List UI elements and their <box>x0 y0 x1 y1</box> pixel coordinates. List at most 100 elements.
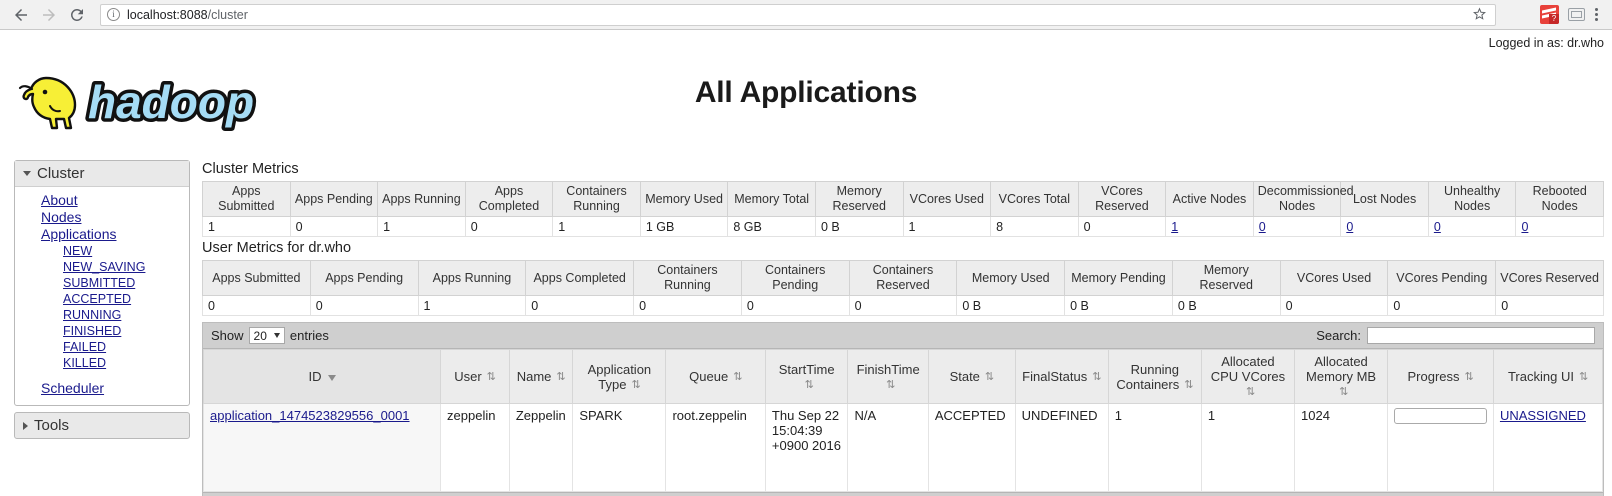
metric-value: 8 <box>990 216 1079 237</box>
column-header-user[interactable]: User⇅ <box>440 349 510 404</box>
sidebar-item-new[interactable]: NEW <box>63 244 93 258</box>
cluster-panel-header[interactable]: Cluster <box>15 161 189 187</box>
column-header-name[interactable]: Name ⇅ <box>508 349 574 404</box>
column-header-id[interactable]: ID <box>202 349 442 404</box>
tools-panel-header[interactable]: Tools <box>14 412 190 439</box>
page-length-value: 20 <box>253 328 267 343</box>
column-header-finishtime[interactable]: FinishTime⇅ <box>847 349 929 404</box>
bookmark-star-icon[interactable] <box>1472 6 1489 24</box>
metric-header: Apps Completed <box>464 181 554 217</box>
metric-value-link[interactable]: 0 <box>1258 219 1266 234</box>
site-info-icon[interactable] <box>107 8 120 21</box>
hangouts-icon[interactable] <box>1514 6 1531 23</box>
sidebar-item-submitted[interactable]: SUBMITTED <box>63 276 136 290</box>
sidebar-item-finished[interactable]: FINISHED <box>63 324 122 338</box>
column-header-finalstatus[interactable]: FinalStatus⇅ <box>1014 349 1109 404</box>
metric-value-link[interactable]: 0 <box>1521 219 1529 234</box>
column-header-starttime[interactable]: StartTime⇅ <box>764 349 849 404</box>
url-host: localhost:8088 <box>127 7 208 22</box>
column-header-label: FinishTime <box>856 361 920 377</box>
back-arrow-icon[interactable] <box>8 2 34 28</box>
hadoop-logo[interactable]: hadoop hadoop <box>12 70 312 132</box>
column-header-allocated-cpu-vcores[interactable]: Allocated CPU VCores⇅ <box>1200 349 1296 404</box>
metric-value: 1 <box>902 216 992 237</box>
metric-value: 0 <box>289 216 379 237</box>
sidebar-item-applications[interactable]: Applications <box>41 226 117 242</box>
metric-value: 0 <box>1427 216 1517 237</box>
sidebar-item-running[interactable]: RUNNING <box>63 308 122 322</box>
progress-bar <box>1394 408 1487 424</box>
metric-header: Active Nodes <box>1165 181 1254 217</box>
cell-id: application_1474523829556_0001 <box>202 403 442 492</box>
metric-header: Memory Pending <box>1064 260 1173 296</box>
column-header-queue[interactable]: Queue⇅ <box>665 349 766 404</box>
application-id-link[interactable]: application_1474523829556_0001 <box>210 408 410 423</box>
column-header-label: Name <box>516 369 552 384</box>
metric-value: 1 GB <box>639 216 729 237</box>
sidebar-item-killed[interactable]: KILLED <box>63 356 107 370</box>
metric-header: Memory Total <box>727 181 816 217</box>
cell-progress <box>1387 403 1494 492</box>
show-label: Show <box>211 328 244 343</box>
extension-icons: ? <box>1504 5 1591 24</box>
metric-value-link[interactable]: 1 <box>1171 219 1179 234</box>
cast-icon[interactable] <box>1568 8 1585 21</box>
sort-both-icon: ⇅ <box>1245 386 1256 399</box>
metric-value-link[interactable]: 0 <box>1346 219 1354 234</box>
tracking-ui-link[interactable]: UNASSIGNED <box>1499 408 1586 423</box>
page-title: All Applications <box>694 76 918 109</box>
reload-icon[interactable] <box>64 2 90 28</box>
sidebar-item-accepted[interactable]: ACCEPTED <box>63 292 132 306</box>
column-header-running-containers[interactable]: Running Containers⇅ <box>1107 349 1202 404</box>
browser-toolbar: localhost:8088/cluster ? <box>0 0 1612 30</box>
sidebar-item-new-saving[interactable]: NEW_SAVING <box>63 260 146 274</box>
search-input[interactable] <box>1367 327 1595 344</box>
metric-header: Memory Used <box>956 260 1066 296</box>
search-label: Search: <box>1316 328 1361 343</box>
column-header-label: User <box>454 369 482 384</box>
metric-value: 0 <box>1252 216 1342 237</box>
metric-value: 0 B <box>1064 295 1173 316</box>
page-length-control: Show 20 entries <box>211 327 329 344</box>
nav-spacer <box>15 371 189 380</box>
column-header-progress[interactable]: Progress⇅ <box>1387 349 1494 404</box>
cell-queue: root.zeppelin <box>665 403 766 492</box>
metric-header: Containers Running <box>552 181 641 217</box>
cell-finalstatus: UNDEFINED <box>1014 403 1109 492</box>
column-header-tracking-ui[interactable]: Tracking UI⇅ <box>1492 349 1604 404</box>
hadoop-wordmark: hadoop hadoop <box>85 73 258 132</box>
datatable-footer: Showing 1 to 1 of 1 entries First Previo… <box>203 492 1603 496</box>
sidebar-item-about[interactable]: About <box>41 192 78 208</box>
sidebar-item-nodes[interactable]: Nodes <box>41 209 82 225</box>
extension-icon[interactable]: ? <box>1540 5 1559 24</box>
chevron-right-icon <box>23 421 28 430</box>
column-header-state[interactable]: State⇅ <box>927 349 1016 404</box>
metric-value: 0 <box>202 295 311 316</box>
sort-both-icon: ⇅ <box>556 371 566 384</box>
metric-header: Apps Running <box>377 181 466 217</box>
page-length-select[interactable]: 20 <box>248 327 285 344</box>
sort-both-icon: ⇅ <box>1092 371 1102 384</box>
sidebar-item-scheduler[interactable]: Scheduler <box>41 380 105 396</box>
forward-arrow-icon[interactable] <box>36 2 62 28</box>
column-header-allocated-memory-mb[interactable]: Allocated Memory MB⇅ <box>1293 349 1389 404</box>
metric-value-link[interactable]: 0 <box>1433 219 1441 234</box>
address-bar[interactable]: localhost:8088/cluster <box>100 3 1496 26</box>
elephant-mark <box>18 76 77 130</box>
cell-application-type: SPARK <box>572 403 667 492</box>
sidebar-item-failed[interactable]: FAILED <box>63 340 107 354</box>
cluster-panel-title: Cluster <box>37 165 85 182</box>
metric-value: 0 <box>740 295 850 316</box>
metric-value: 0 <box>1387 295 1497 316</box>
metric-value: 0 <box>309 295 419 316</box>
kebab-menu-icon[interactable] <box>1593 8 1604 21</box>
column-header-application-type[interactable]: Application Type⇅ <box>572 349 667 404</box>
cell-allocated-memory-mb: 1024 <box>1293 403 1389 492</box>
metric-header: Apps Pending <box>289 181 379 217</box>
user-metrics-title: User Metrics for dr.who <box>202 240 352 256</box>
datatable-toolbar: Show 20 entries Search: <box>203 323 1603 349</box>
cell-allocated-cpu-vcores: 1 <box>1200 403 1296 492</box>
